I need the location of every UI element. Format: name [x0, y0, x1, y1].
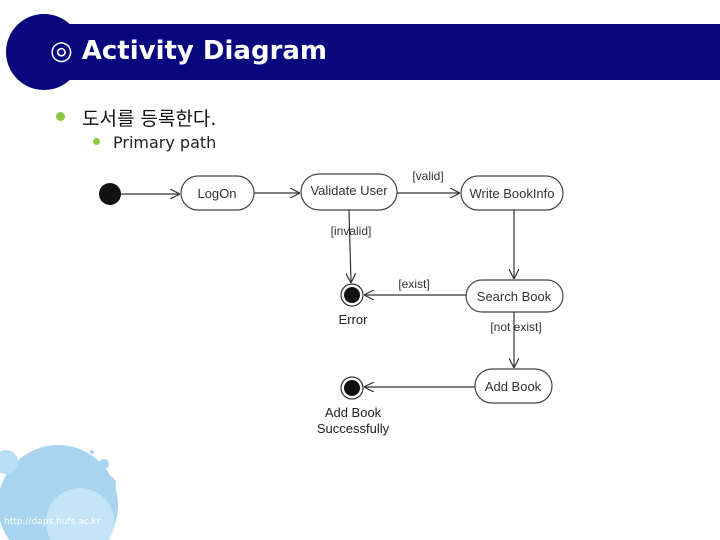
title-bullseye-icon: ◎ [50, 36, 73, 66]
final-node-success [340, 376, 364, 400]
decorative-circles [0, 445, 118, 540]
node-logon-label: LogOn [197, 186, 236, 201]
node-search-book-label: Search Book [477, 289, 552, 304]
node-validate-user-label: Validate User [310, 183, 388, 198]
final-error-label: Error [339, 312, 369, 327]
page-title: ◎ Activity Diagram [50, 36, 327, 66]
guard-not-exist: [not exist] [490, 320, 541, 334]
title-circle [6, 14, 82, 90]
node-write-bookinfo-label: Write BookInfo [469, 186, 554, 201]
node-add-book-label: Add Book [485, 379, 542, 394]
bullet-dot-level2 [93, 138, 100, 145]
deco-dot-2 [100, 476, 116, 492]
deco-circle-small [0, 450, 18, 474]
title-bar [30, 24, 720, 80]
bullet-text-level1: 도서를 등록한다. [82, 108, 217, 130]
node-add-book: Add Book [474, 368, 553, 404]
initial-node [99, 183, 121, 205]
node-validate-user: Validate User [300, 173, 398, 211]
footer-url: http://daps.hufs.ac.kr [4, 517, 101, 527]
final-node-error [340, 283, 364, 307]
deco-dot-1 [99, 459, 109, 469]
guard-invalid: [invalid] [331, 224, 372, 238]
final-success-label-line1: Add Book [325, 405, 382, 420]
node-search-book: Search Book [465, 279, 564, 313]
deco-dot-3 [90, 450, 94, 454]
node-logon: LogOn [180, 175, 255, 211]
edge-validate-to-error [349, 209, 351, 282]
bullet-dot-level1 [56, 112, 65, 121]
guard-valid: [valid] [412, 169, 443, 183]
final-success-label-line2: Successfully [317, 421, 390, 436]
title-label: Activity Diagram [81, 36, 328, 66]
node-write-bookinfo: Write BookInfo [460, 175, 564, 211]
deco-circle-medium [46, 488, 114, 540]
bullet-text-level2: Primary path [113, 133, 217, 152]
guard-exist: [exist] [398, 277, 429, 291]
